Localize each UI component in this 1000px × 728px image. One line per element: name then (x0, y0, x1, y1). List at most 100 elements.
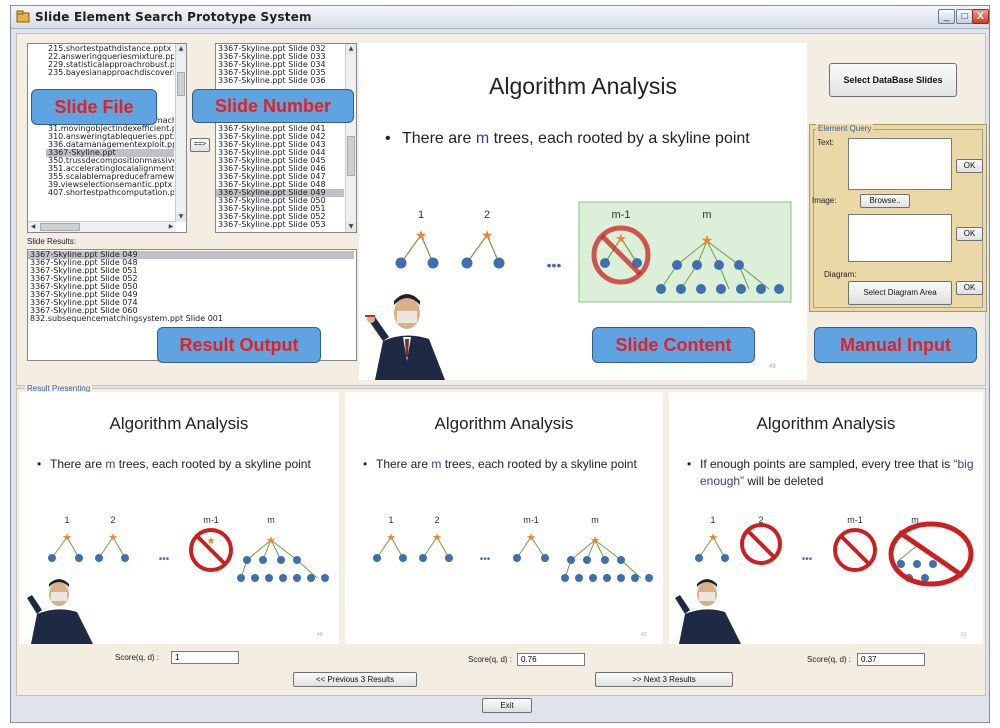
slide-file-scrollbar[interactable]: ▲ ▼ (175, 44, 186, 222)
scroll-left-arrow-icon[interactable]: ◀ (30, 223, 36, 230)
skyline-tree-diagram: 1 2 m-1 m ★ ••• (675, 515, 974, 644)
slide-result-item[interactable]: 3367-Skyline.ppt Slide 049 (28, 251, 354, 259)
transfer-button[interactable]: ==> (190, 138, 210, 152)
slide-number-item[interactable]: 3367-Skyline.ppt Slide 041 (218, 125, 326, 133)
slide-file-item[interactable]: 229.statisticalapproachrobust.pp (48, 61, 174, 69)
slide-number-item[interactable]: 3367-Skyline.ppt Slide 033 (218, 53, 326, 61)
svg-text:★: ★ (62, 532, 72, 544)
result-slide-2[interactable]: Algorithm Analysis • There are m trees, … (345, 392, 663, 644)
svg-text:m: m (591, 515, 599, 525)
slide-file-item[interactable]: 350.trussdecompositionmassive. (48, 157, 174, 165)
slide-file-item[interactable]: 215.shortestpathdistance.pptx (48, 45, 172, 53)
slide-file-item[interactable]: 310.answeringtablequeries.pptx (48, 133, 174, 141)
slide-result-item[interactable]: 3367-Skyline.ppt Slide 048 (30, 259, 138, 267)
slide-result-item[interactable]: 3367-Skyline.ppt Slide 050 (30, 283, 138, 291)
result-slide-3[interactable]: Algorithm Analysis • If enough points ar… (669, 392, 983, 644)
svg-text:m: m (267, 515, 275, 525)
score-field-1[interactable]: 1 (171, 651, 239, 664)
svg-text:1: 1 (388, 515, 393, 525)
window-title: Slide Element Search Prototype System (35, 10, 312, 24)
minimize-button[interactable]: _ (938, 9, 955, 24)
bullet-text-start: There are (402, 130, 476, 147)
slide-file-item[interactable]: 31.movingobjectindexefficient.pp (48, 125, 174, 133)
image-ok-button[interactable]: OK (956, 227, 983, 241)
svg-text:★: ★ (590, 535, 600, 547)
slide-title: Algorithm Analysis (489, 73, 677, 99)
score-field-2[interactable]: 0.76 (517, 653, 585, 666)
slide-file-item[interactable]: 39.viewselectionsemantic.pptx (48, 181, 173, 189)
slide-file-item[interactable]: 22.answeringqueriesmixture.pptx (48, 53, 174, 61)
svg-text:★: ★ (432, 532, 442, 544)
text-ok-button[interactable]: OK (956, 159, 983, 173)
scroll-right-arrow-icon[interactable]: ▶ (168, 223, 174, 230)
slide-number-item[interactable]: 3367-Skyline.ppt Slide 036 (218, 77, 326, 85)
svg-text:★: ★ (266, 535, 276, 547)
svg-text:2: 2 (434, 515, 439, 525)
scroll-thumb[interactable] (347, 136, 355, 176)
svg-text:•••: ••• (802, 554, 813, 565)
slide-number-item[interactable]: 3367-Skyline.ppt Slide 035 (218, 69, 326, 77)
slide-result-item[interactable]: 3367-Skyline.ppt Slide 052 (30, 275, 138, 283)
slide-number-item[interactable]: 3367-Skyline.ppt Slide 042 (218, 133, 326, 141)
close-button[interactable]: X (972, 9, 989, 24)
scroll-up-arrow-icon[interactable]: ▲ (346, 44, 356, 54)
select-diagram-area-button[interactable]: Select Diagram Area (848, 281, 952, 305)
slide-number-item[interactable]: 3367-Skyline.ppt Slide 049 (216, 189, 344, 197)
slide-title: Algorithm Analysis (109, 414, 249, 433)
slide-number-item[interactable]: 3367-Skyline.ppt Slide 032 (218, 45, 326, 53)
slide-number-item[interactable]: 3367-Skyline.ppt Slide 046 (218, 165, 326, 173)
text-label: Text: (817, 138, 834, 147)
slide-number-scrollbar[interactable]: ▲ ▼ (345, 44, 356, 232)
slide-title: Algorithm Analysis (434, 414, 574, 433)
callout-slide-number: Slide Number (192, 89, 354, 123)
browse-button[interactable]: Browse.. (860, 194, 910, 208)
scroll-down-arrow-icon[interactable]: ▼ (346, 222, 356, 232)
slide-file-item[interactable]: 235.bayesianapproachdiscoverin (48, 69, 174, 77)
scroll-thumb[interactable] (177, 72, 185, 96)
scroll-up-arrow-icon[interactable]: ▲ (176, 44, 186, 54)
slide-number-item[interactable]: 3367-Skyline.ppt Slide 045 (218, 157, 326, 165)
svg-text:m-1: m-1 (847, 515, 863, 525)
slide-number-item[interactable]: 3367-Skyline.ppt Slide 051 (218, 205, 326, 213)
scroll-down-arrow-icon[interactable]: ▼ (176, 212, 186, 222)
tree-2: ★ (461, 227, 505, 269)
slide-file-item[interactable] (46, 77, 174, 85)
slide-file-item[interactable]: 407.shortestpathcomputation.ppt (48, 189, 174, 197)
slide-number-item[interactable]: 3367-Skyline.ppt Slide 044 (218, 149, 326, 157)
slide-file-hscrollbar[interactable]: ◀ ▶ (28, 221, 176, 232)
text-query-input[interactable] (848, 138, 952, 190)
hscroll-thumb[interactable] (40, 223, 80, 231)
bullet-text-end: trees, each rooted by a skyline point (489, 130, 750, 147)
slide-number-item[interactable]: 3367-Skyline.ppt Slide 050 (218, 197, 326, 205)
slide-file-item[interactable]: 351.acceleratinglocalalignment.p (48, 165, 174, 173)
slide-file-item[interactable]: 3367-Skyline.ppt (46, 149, 174, 157)
slide-number-item[interactable]: 3367-Skyline.ppt Slide 034 (218, 61, 326, 69)
slide-result-item[interactable]: 3367-Skyline.ppt Slide 049 (30, 291, 138, 299)
slide-number-item[interactable]: 3367-Skyline.ppt Slide 053 (218, 221, 326, 229)
no-sign-icon (189, 528, 233, 572)
slide-content-preview: Algorithm Analysis • There are m trees, … (359, 43, 807, 380)
diagram-ok-button[interactable]: OK (956, 281, 983, 295)
slide-file-item[interactable]: 355.scalablemapreduceframewor (48, 173, 174, 181)
slide-result-item[interactable]: 3367-Skyline.ppt Slide 051 (30, 267, 138, 275)
title-bar: Slide Element Search Prototype System _ … (11, 6, 989, 29)
result-slide-1[interactable]: Algorithm Analysis • There are m trees, … (19, 392, 339, 644)
image-query-input[interactable] (848, 214, 952, 262)
select-database-button[interactable]: Select DataBase Slides (829, 63, 957, 97)
next-results-button[interactable]: >> Next 3 Results (595, 672, 733, 687)
maximize-button[interactable]: □ (956, 9, 973, 24)
element-query-groupbox (813, 129, 983, 308)
slide-result-item[interactable]: 3367-Skyline.ppt Slide 074 (30, 299, 138, 307)
slide-file-item[interactable]: 336.datamanagementexploit.pptx (48, 141, 174, 149)
score-field-3[interactable]: 0.37 (857, 653, 925, 666)
slide-number-item[interactable]: 3367-Skyline.ppt Slide 048 (218, 181, 326, 189)
exit-button[interactable]: Exit (482, 698, 532, 713)
previous-results-button[interactable]: << Previous 3 Results (293, 672, 417, 687)
slide-result-item[interactable]: 3367-Skyline.ppt Slide 060 (30, 307, 138, 315)
slide-number-item[interactable]: 3367-Skyline.ppt Slide 047 (218, 173, 326, 181)
slide-number-item[interactable]: 3367-Skyline.ppt Slide 043 (218, 141, 326, 149)
slide-number-item[interactable]: 3367-Skyline.ppt Slide 052 (218, 213, 326, 221)
slide-result-item[interactable]: 832.subsequencematchingsystem.ppt Slide … (30, 315, 223, 323)
